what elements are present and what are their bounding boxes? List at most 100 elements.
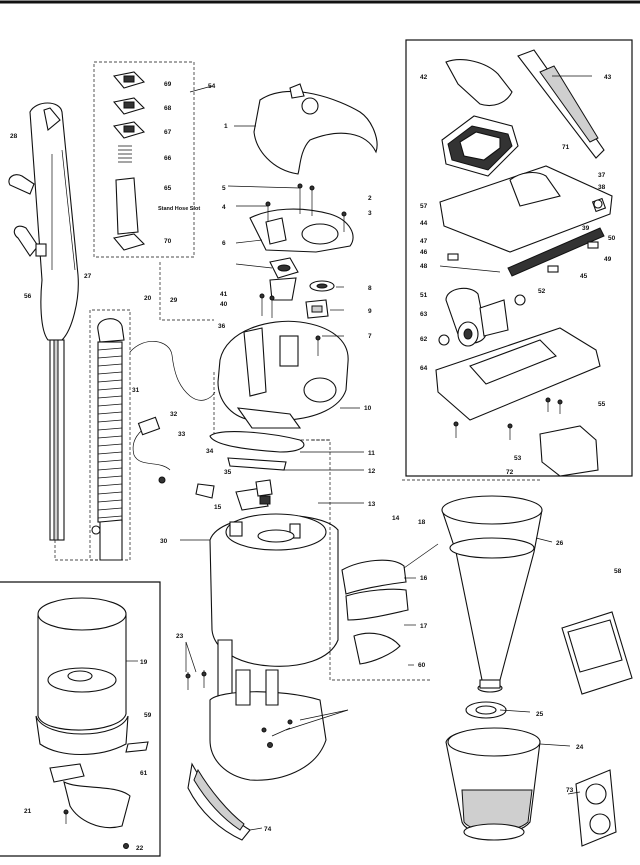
callout-24: 24: [576, 744, 584, 751]
motor-housing: [217, 208, 354, 429]
callout-50: 50: [608, 235, 616, 242]
callout-37: 37: [598, 172, 606, 179]
callout-6: 6: [222, 240, 226, 247]
callout-58: 58: [614, 568, 622, 575]
callout-33: 33: [178, 431, 186, 438]
callout-54: 54: [208, 83, 216, 90]
callout-5: 5: [222, 185, 226, 192]
callout-4: 4: [222, 204, 226, 211]
top-cover: [253, 83, 378, 175]
callout-13: 13: [368, 501, 376, 508]
callout-25: 25: [536, 711, 544, 718]
callout-63: 63: [420, 311, 428, 318]
callout-12: 12: [368, 468, 376, 475]
callout-69: 69: [164, 81, 172, 88]
callout-23: 23: [176, 633, 184, 640]
stand-parts-box: [93, 61, 195, 258]
callout-29: 29: [170, 297, 178, 304]
callout-19: 19: [140, 659, 148, 666]
callout-39: 39: [582, 225, 590, 232]
callout-34: 34: [206, 448, 214, 455]
callout-61: 61: [140, 770, 148, 777]
cup-parts: [35, 597, 149, 849]
callout-51: 51: [420, 292, 428, 299]
callout-68: 68: [164, 105, 172, 112]
callout-41: 41: [220, 291, 228, 298]
callout-62: 62: [420, 336, 428, 343]
hose: [91, 318, 125, 561]
callout-45: 45: [580, 273, 588, 280]
callout-65: 65: [164, 185, 172, 192]
callout-40: 40: [220, 301, 228, 308]
callout-64: 64: [420, 365, 428, 372]
switch-assembly: [235, 479, 273, 511]
cyclone-cone: [441, 495, 543, 693]
callout-15: 15: [214, 504, 222, 511]
callout-18: 18: [418, 519, 426, 526]
cup-box: [0, 581, 161, 857]
accessory-parts: [435, 49, 613, 477]
manual-and-filter: [561, 611, 633, 847]
hose-dashed-frame: [89, 309, 131, 561]
callout-53: 53: [514, 455, 522, 462]
callout-31: 31: [132, 387, 140, 394]
stand-parts: [112, 71, 146, 251]
dash-line: [312, 439, 430, 681]
callout-67: 67: [164, 129, 172, 136]
callout-66: 66: [164, 155, 172, 162]
callout-8: 8: [368, 285, 372, 292]
callout-22: 22: [136, 845, 144, 852]
callout-35: 35: [224, 469, 232, 476]
handle-assembly: [8, 102, 79, 541]
callout-16: 16: [420, 575, 428, 582]
callout-leaders: [51, 75, 592, 831]
callout-labels: 1 2 3 4 5 6 7 8 9 10 11 12 13 14 15 16 1…: [10, 74, 622, 852]
screws: [259, 183, 347, 356]
callout-52: 52: [538, 288, 546, 295]
callout-46: 46: [420, 249, 428, 256]
dash-line: [159, 262, 214, 321]
callout-44: 44: [420, 220, 428, 227]
callout-32: 32: [170, 411, 178, 418]
accessory-box: [405, 39, 633, 477]
callout-36: 36: [218, 323, 226, 330]
callout-9: 9: [368, 308, 372, 315]
callout-7: 7: [368, 333, 372, 340]
callout-42: 42: [420, 74, 428, 81]
stand-hose-slot-note: Stand Hose Slot: [158, 206, 200, 212]
callout-2: 2: [368, 195, 372, 202]
callout-71: 71: [562, 144, 570, 151]
callout-28: 28: [10, 133, 18, 140]
belt-and-gasket: [209, 431, 305, 471]
callout-55: 55: [598, 401, 606, 408]
callout-49: 49: [604, 256, 612, 263]
callout-17: 17: [420, 623, 428, 630]
callout-43: 43: [604, 74, 612, 81]
callout-56: 56: [24, 293, 32, 300]
callout-10: 10: [364, 405, 372, 412]
callout-74: 74: [264, 826, 272, 833]
filter-parts: [445, 701, 541, 841]
base-housing: [209, 513, 339, 781]
callout-14: 14: [392, 515, 400, 522]
callout-3: 3: [368, 210, 372, 217]
callout-21: 21: [24, 808, 32, 815]
callout-26: 26: [556, 540, 564, 547]
callout-11: 11: [368, 450, 375, 457]
callout-57: 57: [420, 203, 428, 210]
power-cord: [129, 341, 216, 499]
callout-47: 47: [420, 238, 428, 245]
callout-1: 1: [224, 123, 228, 130]
callout-38: 38: [598, 184, 606, 191]
carry-handle: [187, 762, 251, 841]
callout-73: 73: [566, 787, 574, 794]
callout-60: 60: [418, 662, 426, 669]
callout-70: 70: [164, 238, 172, 245]
callout-30: 30: [160, 538, 168, 545]
callout-59: 59: [144, 712, 152, 719]
callout-72: 72: [506, 469, 514, 476]
dust-door-parts: [341, 543, 439, 665]
callout-48: 48: [420, 263, 428, 270]
